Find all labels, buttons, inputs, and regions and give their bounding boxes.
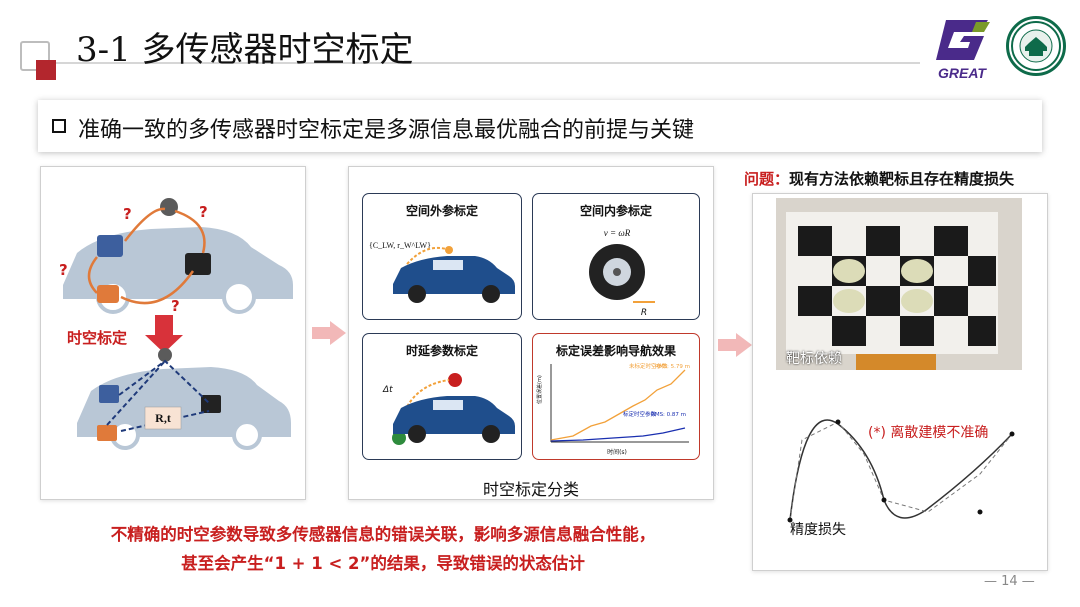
question-icon: ?: [59, 261, 68, 279]
imu-icon: [97, 285, 119, 303]
intrinsic-calib-box: 空间内参标定 v = ωR R: [532, 193, 700, 320]
checkerboard-target-photo: [776, 198, 1022, 370]
header-decor-red-square: [36, 60, 56, 80]
radius-label: R: [641, 308, 647, 318]
page-title: 3-1 多传感器时空标定: [76, 30, 414, 70]
great-logo-text: GREAT: [938, 65, 987, 81]
value-calibrated: RMS: 0.87 m: [651, 412, 686, 418]
delta-t-label: Δt: [382, 385, 393, 395]
multi-sensor-car-panel: ? ? ? ? 时空标定 R,t: [40, 166, 306, 500]
calibrated-series: [550, 427, 686, 442]
banner-text: 准确一致的多传感器时空标定是多源信息最优融合的前提与关键: [78, 118, 695, 143]
camera-icon: [185, 253, 211, 275]
intrinsic-formula: v = ωR: [604, 228, 631, 238]
photo-label: 靶标依赖: [786, 351, 842, 367]
timedelay-calib-title: 时延参数标定: [405, 344, 478, 358]
value-uncalibrated: RMS: 5.79 m: [655, 364, 690, 370]
page-number: — 14 —: [984, 574, 1035, 589]
car-icon: [393, 396, 515, 434]
curve-label: (*) 离散建模不准确: [868, 425, 989, 441]
error-effect-title: 标定误差影响导航效果: [555, 344, 676, 358]
legend-uncalibrated: 未标定时空参数: [629, 362, 668, 370]
error-effect-box: 标定误差影响导航效果 未标定时空参数 RMS: 5.79 m 标定时空参数 RM…: [532, 333, 700, 460]
question-icon: ?: [123, 205, 132, 223]
flow-arrow-icon: [718, 333, 752, 357]
header-decor-square: [20, 41, 50, 71]
clock-icon: [448, 373, 462, 387]
calib-label: 时空标定: [67, 329, 127, 347]
problem-heading: 问题：现有方法依赖靶标且存在精度损失: [744, 168, 1014, 189]
question-icon: ?: [199, 203, 208, 221]
conclusion-text: 不精确的时空参数导致多传感器信息的错误关联，影响多源信息融合性能， 甚至会产生“…: [40, 520, 726, 578]
great-logo: GREAT: [924, 12, 1000, 90]
timedelay-calib-box: 时延参数标定 Δt: [362, 333, 522, 460]
x-axis-label: 时间(s): [607, 448, 627, 456]
clock-icon: [392, 431, 406, 445]
rt-label: R,t: [155, 411, 171, 425]
error-chart: 未标定时空参数 RMS: 5.79 m 标定时空参数 RMS: 0.87 m 时…: [536, 362, 690, 456]
loss-label: 精度损失: [790, 522, 846, 538]
lidar-icon: [97, 235, 123, 257]
problem-text: 现有方法依赖靶标且存在精度损失: [789, 170, 1015, 188]
multi-sensor-car-illustration: ? ? ? ? 时空标定 R,t: [59, 198, 293, 450]
curve-fit-illustration: [787, 419, 1015, 523]
extrinsic-calib-box: 空间外参标定 {C_LW, r_W^LW}: [362, 193, 522, 320]
extrinsic-calib-title: 空间外参标定: [405, 204, 478, 218]
problem-prefix: 问题：: [744, 170, 790, 188]
extrinsic-formula: {C_LW, r_W^LW}: [369, 241, 431, 250]
question-icon: ?: [171, 297, 180, 315]
conclusion-line-2: 甚至会产生“1 + 1 < 2”的结果，导致错误的状态估计: [181, 554, 585, 573]
header-divider: [56, 62, 920, 64]
flow-arrow-icon: [312, 321, 346, 345]
conclusion-line-1: 不精确的时空参数导致多传感器信息的错误关联，影响多源信息融合性能，: [110, 525, 656, 544]
key-message-banner: 准确一致的多传感器时空标定是多源信息最优融合的前提与关键: [38, 100, 1042, 152]
intrinsic-calib-title: 空间内参标定: [579, 204, 652, 218]
y-axis-label: 位置误差(m): [536, 375, 543, 404]
calibration-types-caption: 时空标定分类: [482, 480, 579, 499]
down-arrow-icon: [155, 315, 173, 335]
whu-logo: [1006, 16, 1066, 76]
gnss-antenna-icon: [160, 198, 178, 216]
uncalibrated-series: [550, 369, 686, 441]
car-icon: [393, 256, 515, 294]
checkbox-bullet-icon: [52, 119, 66, 133]
legend-calibrated: 标定时空参数: [623, 410, 657, 418]
